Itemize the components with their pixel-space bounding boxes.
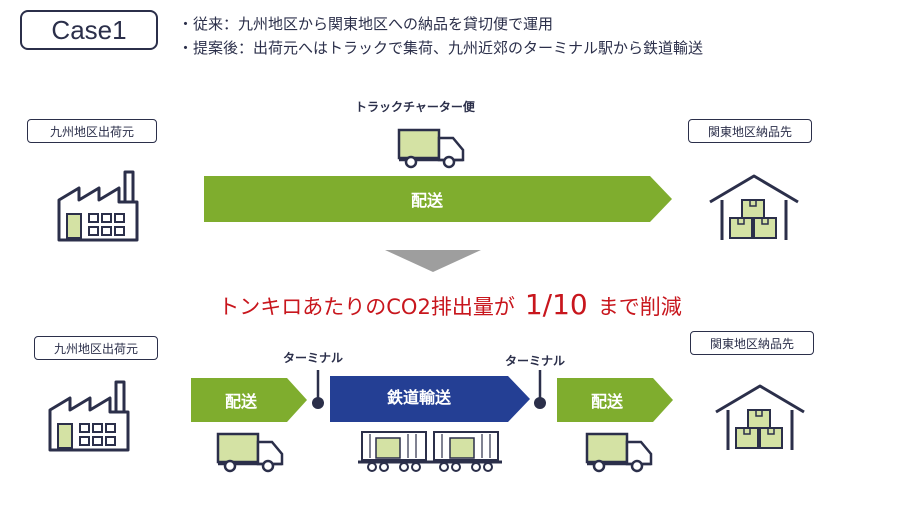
rail-label: 鉄道輸送 (386, 388, 451, 407)
top-origin-label: 九州地区出荷元 (27, 119, 157, 143)
leg3-arrow (557, 378, 673, 422)
charter-label: トラックチャーター便 (355, 100, 475, 114)
result-suffix: まで削減 (597, 295, 682, 319)
bottom-destination-label: 関東地区納品先 (690, 331, 814, 355)
note-proposal: ・提案後：出荷元へはトラックで集荷、九州近郊のターミナル駅から鉄道輸送 (178, 39, 704, 57)
factory-icon (48, 380, 130, 452)
terminal-left-label: ターミナル (283, 351, 344, 365)
terminal-left-marker (312, 370, 324, 409)
result-value: 1/10 (524, 288, 588, 321)
top-delivery-arrow (204, 176, 672, 222)
down-arrow-icon (385, 250, 481, 272)
warehouse-icon (709, 174, 799, 240)
note-current: ・従来：九州地区から関東地区への納品を貸切便で運用 (178, 15, 554, 33)
truck-icon (216, 432, 284, 473)
top-delivery-label: 配送 (410, 191, 443, 210)
leg3-label: 配送 (590, 392, 623, 411)
leg1-label: 配送 (224, 392, 257, 411)
freight-train-icon (358, 431, 502, 472)
bottom-origin-label: 九州地区出荷元 (34, 336, 158, 360)
terminal-right-label: ターミナル (505, 354, 566, 368)
truck-icon (585, 432, 653, 473)
factory-icon (57, 170, 139, 242)
co2-result: トンキロあたりのCO2排出量が 1/10 まで削減 (0, 288, 900, 321)
case-badge: Case1 (20, 10, 158, 50)
terminal-right-marker (534, 370, 546, 409)
rail-arrow (330, 376, 530, 422)
truck-icon (397, 128, 465, 169)
warehouse-icon (715, 384, 805, 450)
top-destination-label: 関東地区納品先 (688, 119, 812, 143)
leg1-arrow (191, 378, 307, 422)
result-prefix: トンキロあたりのCO2排出量が (218, 295, 515, 319)
